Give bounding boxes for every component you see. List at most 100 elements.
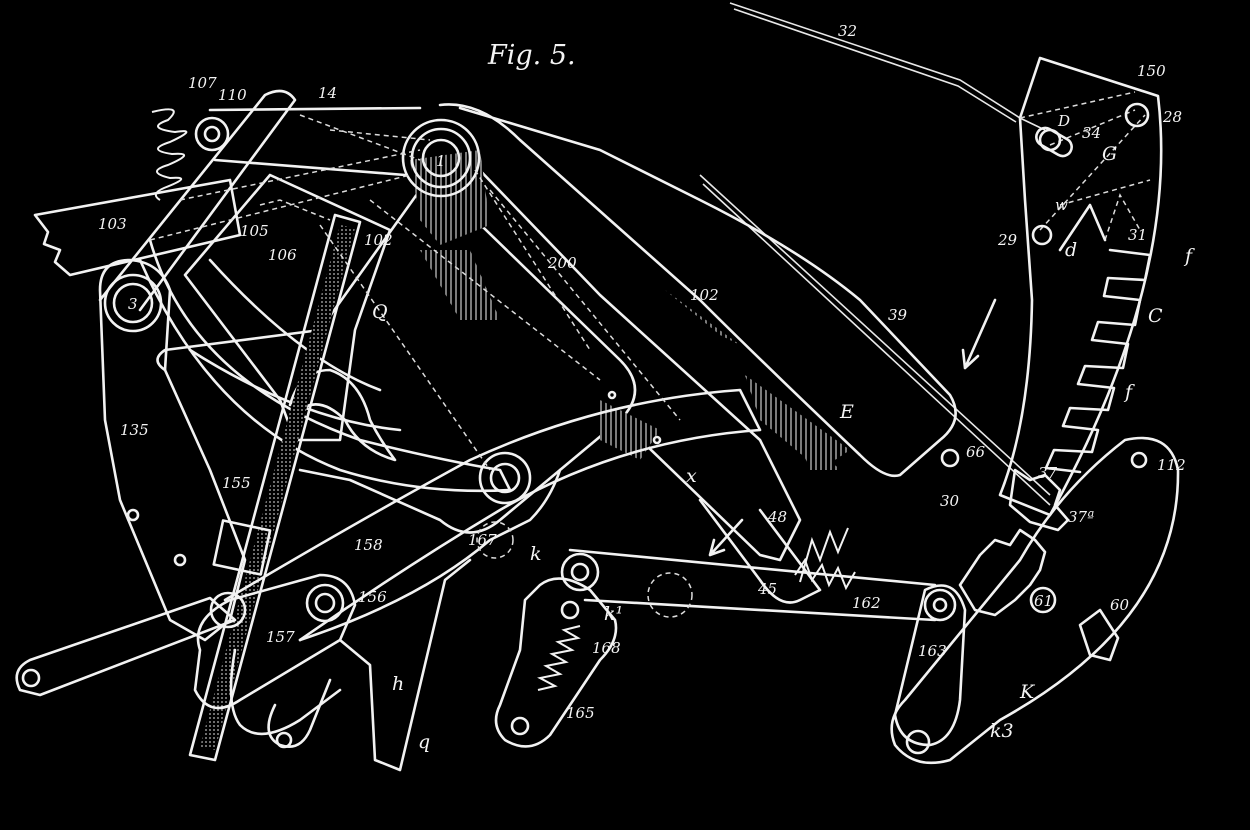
label-112: 112	[1157, 456, 1186, 474]
pivot-left-end	[21, 668, 41, 688]
label-f1: f	[1183, 245, 1195, 267]
lever-165	[494, 577, 618, 748]
label-156: 156	[358, 588, 387, 606]
label-31: 31	[1128, 226, 1147, 244]
label-k3: k3	[990, 720, 1014, 742]
crank-arm-hatch	[665, 290, 850, 470]
hook-Q	[288, 368, 397, 462]
pivot-small-b	[652, 435, 662, 445]
arm-158-lower	[298, 468, 562, 642]
label-1: 1	[436, 152, 446, 170]
label-G: G	[1102, 143, 1117, 165]
spring-45	[794, 557, 856, 591]
label-150: 150	[1137, 62, 1166, 80]
label-158: 158	[354, 536, 383, 554]
label-q: q	[418, 731, 430, 753]
arrow-down-sector	[961, 298, 997, 370]
label-168: 168	[592, 639, 621, 657]
rack-teeth-C	[1008, 193, 1152, 532]
dashed-construction	[149, 114, 681, 471]
spring-168	[537, 625, 581, 691]
spring-45-b	[799, 527, 849, 583]
pivot-66	[940, 448, 960, 468]
label-48: 48	[767, 508, 787, 526]
pivot-112	[1130, 451, 1148, 469]
pivot-61	[1029, 586, 1057, 614]
pivot-28	[1124, 102, 1150, 128]
pivot-1-hub	[401, 118, 481, 198]
label-37a: 37ª	[1068, 508, 1094, 526]
pivot-small-d	[173, 553, 187, 567]
lever-long	[15, 596, 237, 697]
slot-34	[1035, 126, 1073, 158]
label-102a: 102	[690, 286, 719, 304]
wire-32-b	[733, 8, 1017, 123]
upper-bar	[208, 106, 422, 177]
label-106: 106	[268, 246, 297, 264]
label-14: 14	[318, 84, 337, 102]
label-x: x	[686, 465, 697, 487]
arm-158	[223, 388, 762, 642]
wire-32	[729, 2, 1046, 131]
diag-bar	[98, 89, 297, 312]
label-165: 165	[566, 704, 595, 722]
label-155: 155	[222, 474, 251, 492]
label-110: 110	[218, 86, 247, 104]
label-163: 163	[918, 642, 947, 660]
pawl-60	[1078, 608, 1120, 662]
pivot-k3	[905, 729, 931, 755]
label-162: 162	[852, 594, 881, 612]
crank-arm-outline-2	[468, 158, 802, 562]
label-32: 32	[838, 22, 857, 40]
pivot-156	[305, 583, 345, 623]
figure-title: Fig. 5.	[487, 40, 576, 71]
label-D: D	[1057, 112, 1070, 130]
link-156	[193, 573, 357, 710]
spring-107	[151, 108, 188, 201]
arm-h	[338, 558, 472, 772]
link-162	[568, 548, 937, 622]
label-107: 107	[188, 74, 217, 92]
link-157	[229, 648, 342, 736]
label-45: 45	[757, 580, 777, 598]
label-61: 61	[1034, 592, 1053, 610]
label-200: 200	[547, 254, 577, 272]
label-28: 28	[1162, 108, 1182, 126]
label-E: E	[839, 401, 854, 423]
label-C: C	[1148, 305, 1163, 327]
label-39: 39	[888, 306, 908, 324]
label-167: 167	[468, 531, 497, 549]
link-163	[893, 584, 967, 747]
pivot-167	[476, 521, 514, 559]
roller-dashed	[647, 572, 693, 618]
label-d: d	[1065, 239, 1077, 261]
label-h: h	[392, 673, 404, 695]
label-k: k	[530, 543, 542, 565]
frame-plate	[156, 180, 637, 534]
segment-K	[890, 436, 1180, 765]
shaft-sleeve	[212, 519, 272, 576]
label-66: 66	[966, 443, 986, 461]
label-157: 157	[266, 628, 295, 646]
label-34: 34	[1082, 124, 1101, 142]
label-Q: Q	[372, 301, 388, 323]
rod-39	[699, 174, 1051, 506]
frame-hatch	[410, 150, 660, 460]
label-3: 3	[128, 295, 138, 313]
pivot-roller	[478, 451, 532, 505]
pivot-q	[275, 731, 293, 749]
label-103: 103	[98, 215, 127, 233]
pivot-29	[1031, 224, 1053, 246]
label-102b: 102	[364, 231, 393, 249]
label-105: 105	[240, 222, 269, 240]
crank-arm-102	[438, 103, 957, 478]
arm-45	[698, 498, 822, 604]
label-29: 29	[997, 231, 1018, 249]
label-60: 60	[1110, 596, 1130, 614]
pivot-162	[923, 588, 957, 622]
pivot-k1	[560, 600, 580, 620]
label-37: 37	[1038, 464, 1058, 482]
label-f2: f	[1123, 381, 1135, 403]
pivot-110	[194, 116, 230, 152]
